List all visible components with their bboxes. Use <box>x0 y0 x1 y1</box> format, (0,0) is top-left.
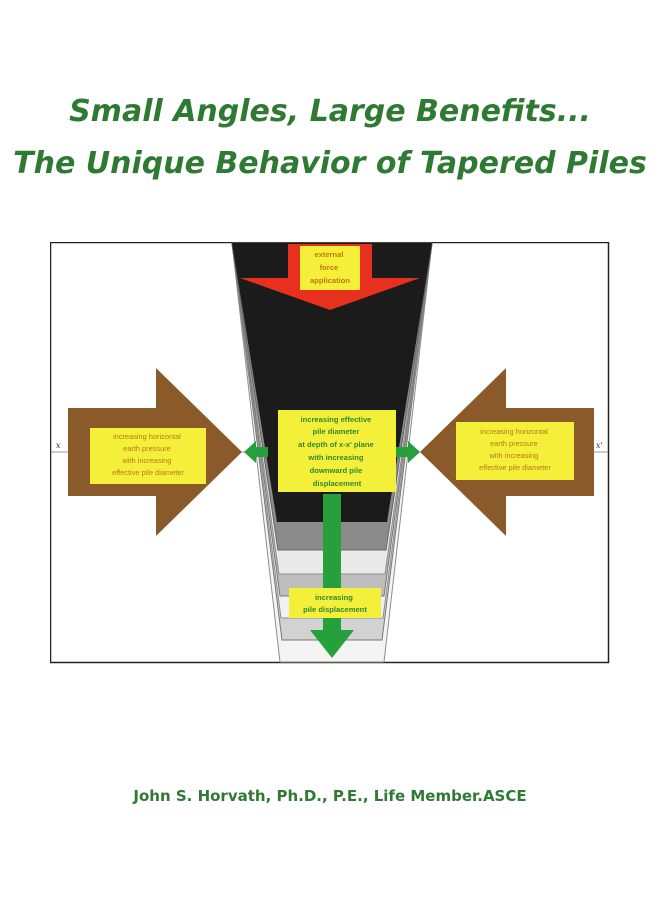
left-label: increasing horizontal earth pressure wit… <box>112 432 184 477</box>
lateral-arrow-left <box>244 441 268 463</box>
axis-label-right: x' <box>596 441 603 450</box>
right-label-box <box>456 422 574 480</box>
author-line: John S. Horvath, Ph.D., P.E., Life Membe… <box>133 787 527 805</box>
title-line-2: The Unique Behavior of Tapered Piles <box>13 146 647 181</box>
right-label: increasing horizontal earth pressure wit… <box>479 427 551 472</box>
top-label: external force application <box>310 250 350 285</box>
lateral-arrow-right <box>396 441 420 463</box>
axis-label-left: x <box>56 441 61 450</box>
left-label-box <box>90 428 206 484</box>
bottom-label-box <box>289 588 381 618</box>
title-line-1: Small Angles, Large Benefits... <box>69 94 591 129</box>
top-label-box <box>300 246 360 290</box>
bottom-label: increasing pile displacement <box>303 593 367 614</box>
center-label-box <box>278 410 396 492</box>
displacement-arrow <box>310 494 354 658</box>
center-label: increasing effective pile diameter at de… <box>298 415 376 488</box>
tapered-pile-diagram: x x' external force application increasi… <box>50 242 610 664</box>
